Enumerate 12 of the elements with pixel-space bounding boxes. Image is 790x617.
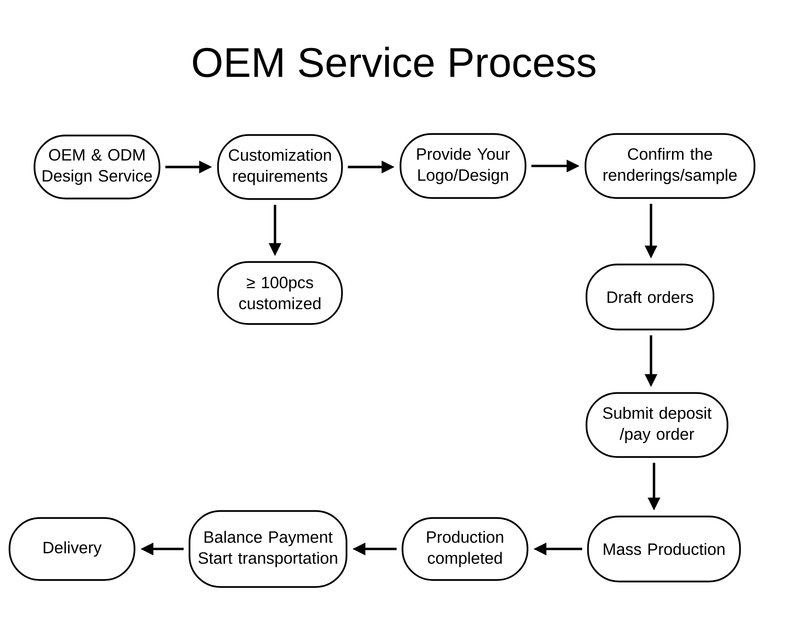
process-box: Mass Production: [587, 516, 741, 582]
process-box: Submit deposit /pay order: [586, 392, 728, 458]
process-box: Production completed: [402, 517, 528, 581]
process-box: Draft orders: [586, 264, 714, 330]
title: OEM Service Process: [193, 46, 596, 78]
process-box: Provide Your Logo/Design: [400, 133, 526, 199]
process-box: OEM & ODM Design Service: [34, 134, 160, 200]
process-box: Confirm the renderings/sample: [584, 133, 756, 199]
process-box: Customization requirements: [217, 134, 343, 200]
process-box: Delivery: [8, 517, 136, 581]
process-box: Balance Payment Start transportation: [188, 510, 348, 588]
process-box: ≥ 100pcs customized: [217, 261, 343, 325]
